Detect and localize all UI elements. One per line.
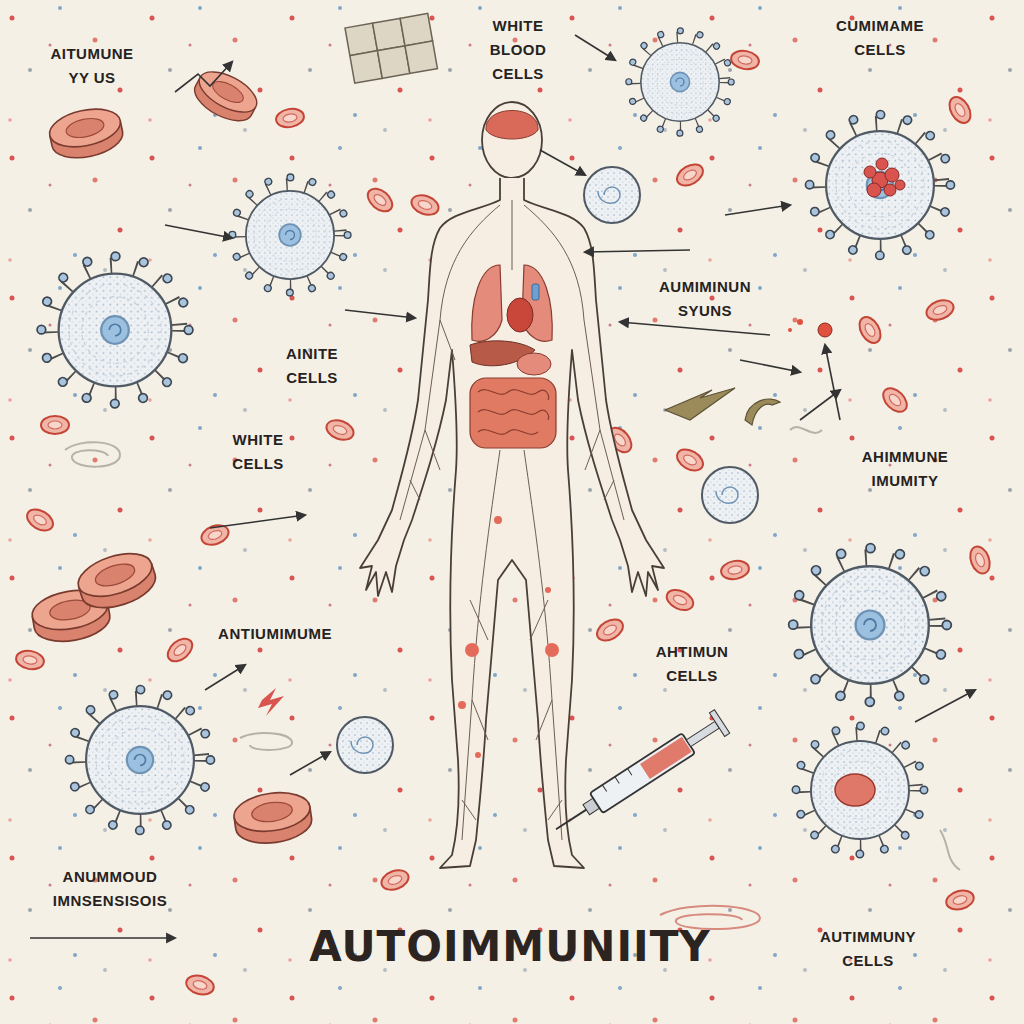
cell-label: AHIMMUNE IMUMITY: [839, 445, 971, 493]
cell-label: WHITE CELLS: [216, 428, 300, 476]
label-slot: AUMIMINUN SYUNS: [639, 275, 771, 323]
cell-label: CUMIMAME CELLS: [819, 14, 941, 62]
label-slot: AHTIMUN CELLS: [636, 640, 748, 688]
label-slot: ANUMMOUD IMNSENSISOIS: [24, 865, 196, 913]
label-slot: AITUMUNE YY US: [42, 42, 142, 90]
human-figure: [360, 102, 664, 868]
cell-label: WHITE BLOOD CELLS: [482, 14, 554, 86]
label-slot: CUMIMAME CELLS: [819, 14, 941, 62]
label-slot: AINITE CELLS: [270, 342, 354, 390]
label-slot: WHITE CELLS: [216, 428, 300, 476]
cell-label: ANUMMOUD IMNSENSISOIS: [24, 865, 196, 913]
label-slot: ANTIUMIMUME: [190, 622, 360, 646]
cell-label: AHTIMUN CELLS: [636, 640, 748, 688]
label-slot: AUTIMMUNY CELLS: [802, 925, 934, 973]
cell-label: AITUMUNE YY US: [42, 42, 142, 90]
cell-label: AINITE CELLS: [270, 342, 354, 390]
diagram-title: AUTOIMMUNIITY: [309, 922, 710, 972]
cell-label: AUMIMINUN SYUNS: [639, 275, 771, 323]
label-slot: AHIMMUNE IMUMITY: [839, 445, 971, 493]
label-slot: WHITE BLOOD CELLS: [482, 14, 554, 86]
title-slot: AUTOIMMUNIITY: [250, 922, 770, 972]
cell-label: ANTIUMIMUME: [218, 622, 332, 646]
cell-label: AUTIMMUNY CELLS: [802, 925, 934, 973]
